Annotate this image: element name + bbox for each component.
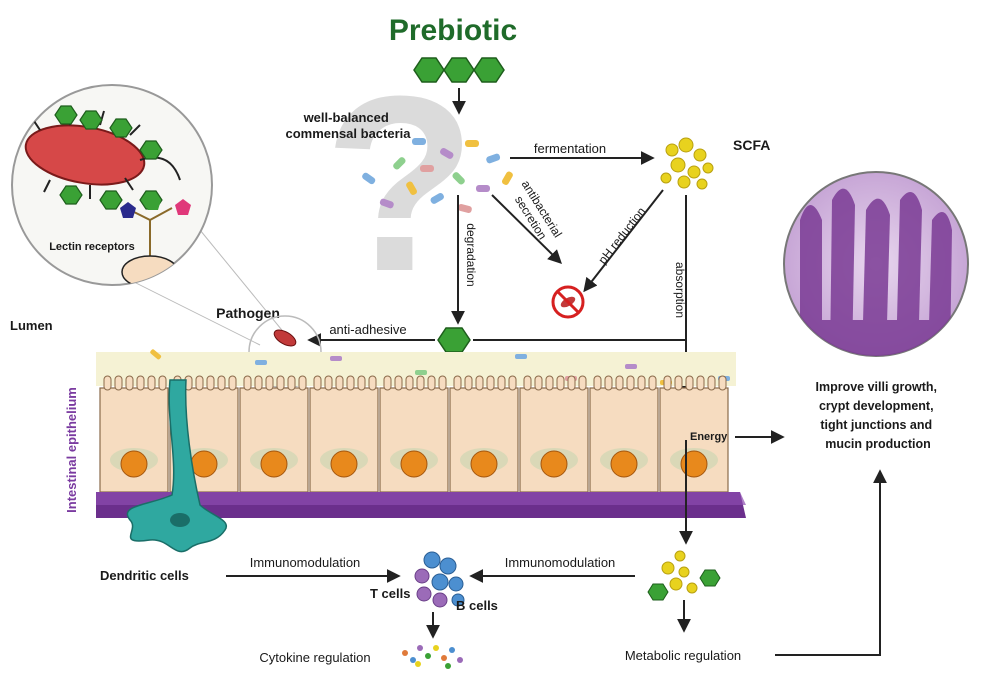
b-cells-label: B cells: [456, 598, 498, 613]
microvillus: [427, 375, 436, 391]
commensal-bacteria-icon: [362, 138, 513, 214]
lectin-receptors-label: Lectin receptors: [49, 241, 135, 253]
microvillus: [265, 375, 274, 391]
scfa-label: SCFA: [733, 137, 770, 153]
microvillus: [545, 375, 554, 391]
microvillus: [615, 375, 624, 391]
antibacterial-label: antibacterial secretion: [507, 178, 567, 251]
microvillus: [578, 375, 587, 391]
energy-label: Energy: [690, 431, 728, 443]
microvillus: [405, 375, 414, 391]
microvillus: [626, 375, 635, 391]
microvillus: [206, 375, 215, 391]
absorption-label: absorption: [673, 262, 687, 318]
nucleus: [470, 450, 498, 478]
microvillus: [696, 375, 705, 391]
anti-adhesive-label: anti-adhesive: [329, 322, 406, 337]
antibacterial-arrow: [491, 194, 562, 264]
microvillus: [648, 375, 657, 391]
cytokine-regulation-label: Cytokine regulation: [259, 650, 370, 665]
cytokine-dots-icon: [402, 645, 463, 669]
commensal-label: well-balanced commensal bacteria: [285, 110, 411, 141]
microvillus: [195, 375, 204, 391]
microvillus: [707, 375, 716, 391]
epithelial-cells: [99, 375, 729, 493]
ph-reduction-label: pH reduction: [595, 204, 648, 266]
ph-reduction-arrow: [583, 189, 664, 293]
microvillus: [718, 375, 727, 391]
microvillus: [674, 375, 683, 391]
microvillus: [475, 375, 484, 391]
nucleus: [190, 450, 218, 478]
degradation-label: degradation: [464, 223, 478, 286]
villi-histology-image: [783, 171, 969, 357]
metabolic-feedback-arrow: [775, 469, 887, 656]
microvillus: [217, 375, 226, 391]
microvillus: [357, 375, 366, 391]
immunomodulation-right-label: Immunomodulation: [505, 555, 616, 570]
microvillus: [534, 375, 543, 391]
microvillus: [604, 375, 613, 391]
microvillus: [567, 375, 576, 391]
microvillus: [346, 375, 355, 391]
microvillus: [368, 375, 377, 391]
microvillus: [593, 375, 602, 391]
microvillus: [438, 375, 447, 391]
nucleus: [260, 450, 288, 478]
dendritic-cell-icon: [126, 379, 228, 553]
metabolic-scfa-icon: [647, 550, 721, 601]
fermentation-label: fermentation: [534, 141, 606, 156]
title: Prebiotic: [389, 14, 517, 47]
dendritic-cells-label: Dendritic cells: [100, 568, 189, 583]
microvillus: [125, 375, 134, 391]
microvillus: [254, 375, 263, 391]
pathogen-label: Pathogen: [216, 305, 280, 321]
microvillus: [663, 375, 672, 391]
microvillus: [523, 375, 532, 391]
scfa-molecules-icon: [660, 137, 714, 190]
microvillus: [324, 375, 333, 391]
nucleus: [610, 450, 638, 478]
microvillus: [287, 375, 296, 391]
metabolic-regulation-label: Metabolic regulation: [625, 648, 741, 663]
improve-label: Improve villi growth, crypt development,…: [815, 380, 940, 451]
microvillus: [497, 375, 506, 391]
microvillus: [556, 375, 565, 391]
intestinal-epithelium-label: Intestinal epithelium: [64, 387, 79, 513]
microvillus: [685, 375, 694, 391]
microvillus: [298, 375, 307, 391]
microvillus: [394, 375, 403, 391]
t-cells-label: T cells: [370, 586, 410, 601]
nucleus: [400, 450, 428, 478]
microvillus: [313, 375, 322, 391]
microvillus: [508, 375, 517, 391]
microvillus: [416, 375, 425, 391]
microvillus: [276, 375, 285, 391]
nucleus: [120, 450, 148, 478]
prebiotic-hexagon-chain-icon: [413, 57, 505, 83]
pathogen-inhibited-icon: [551, 285, 585, 319]
microvillus: [147, 375, 156, 391]
microvillus: [103, 375, 112, 391]
microvillus: [228, 375, 237, 391]
microvillus: [464, 375, 473, 391]
microvillus: [136, 375, 145, 391]
nucleus: [330, 450, 358, 478]
microvillus: [453, 375, 462, 391]
nucleus: [680, 450, 708, 478]
microvillus: [158, 375, 167, 391]
microvillus: [114, 375, 123, 391]
nucleus: [540, 450, 568, 478]
degraded-hexagon-icon: [437, 327, 471, 353]
lumen-label: Lumen: [10, 318, 53, 333]
microvillus: [335, 375, 344, 391]
microvillus: [243, 375, 252, 391]
microvillus: [383, 375, 392, 391]
question-mark-icon: ?: [324, 44, 477, 323]
microvillus: [637, 375, 646, 391]
immunomodulation-left-label: Immunomodulation: [250, 555, 361, 570]
microvillus: [486, 375, 495, 391]
t-and-b-cells-icon: [414, 551, 465, 608]
